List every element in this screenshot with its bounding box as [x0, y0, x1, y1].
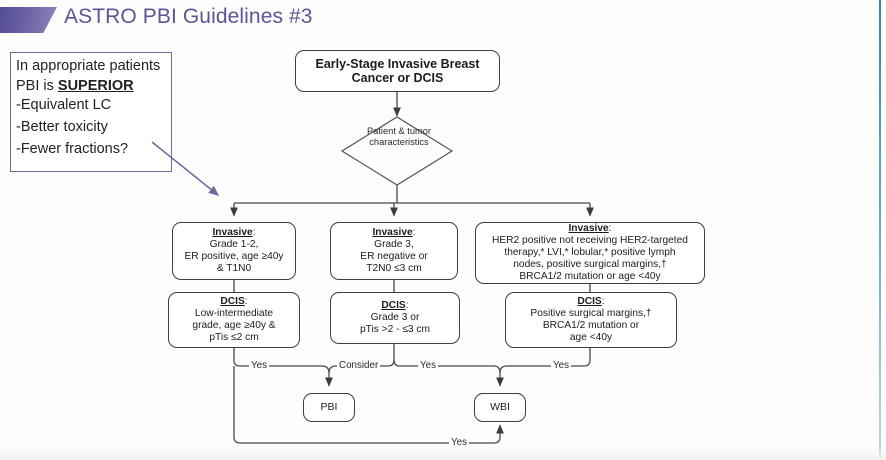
- callout-line-2: PBI is SUPERIOR: [16, 78, 165, 96]
- node-invasive-3-header: Invasive: [568, 223, 609, 235]
- node-dcis-1[interactable]: DCIS: Low-intermediate grade, age ≥40y &…: [168, 292, 300, 348]
- node-dcis-3-line-1: Positive surgical margins,†: [530, 308, 652, 320]
- callout-pointer-arrow: [151, 141, 220, 196]
- node-invasive-1-line-3: & T1N0: [216, 262, 252, 274]
- callout-line-1: In appropriate patients: [16, 58, 161, 74]
- callout-bullet-2: -Better toxicity: [16, 119, 108, 136]
- node-invasive-1-line-2: ER positive, age ≥40y: [184, 251, 284, 262]
- edge-label-branch2-consider: Consider: [337, 360, 381, 371]
- node-invasive-3-line-2: therapy,* LVI,* lobular,* positive lymph: [504, 247, 676, 259]
- callout-superior-emphasis: SUPERIOR: [57, 77, 134, 94]
- decision-line-2: characteristics: [369, 137, 429, 148]
- node-invasive-1-header: Invasive: [212, 227, 253, 239]
- node-dcis-3-header: DCIS: [577, 296, 602, 308]
- node-invasive-2-line-3: T2N0 ≤3 cm: [366, 262, 422, 274]
- node-dcis-3[interactable]: DCIS: Positive surgical margins,† BRCA1/…: [505, 292, 677, 348]
- node-dcis-2-line-2: pTis >2 - ≤3 cm: [359, 323, 431, 335]
- node-dcis-2-line-1: Grade 3 or: [370, 312, 420, 324]
- bottom-fade: [0, 446, 886, 460]
- node-invasive-3-line-4: BRCA1/2 mutation or age <40y: [519, 270, 661, 282]
- page-title: ASTRO PBI Guidelines #3: [64, 5, 313, 28]
- callout-bullet-1: -Equivalent LC: [16, 97, 112, 114]
- callout-bullet-3: -Fewer fractions?: [16, 140, 129, 157]
- node-invasive-2-line-2: ER negative or: [360, 251, 428, 262]
- node-outcome-pbi-label: PBI: [320, 401, 338, 414]
- right-edge-rule: [879, 0, 881, 460]
- node-invasive-3-colon: :: [608, 223, 612, 235]
- node-dcis-1-line-1: Low-intermediate: [194, 308, 274, 320]
- node-invasive-2-colon: :: [412, 227, 416, 239]
- node-invasive-3[interactable]: Invasive: HER2 positive not receiving HE…: [475, 222, 705, 284]
- node-invasive-2-line-1: Grade 3,: [374, 239, 414, 251]
- node-invasive-2[interactable]: Invasive: Grade 3, ER negative or T2N0 ≤…: [330, 222, 458, 280]
- edge-label-branch3-yes: Yes: [551, 360, 571, 371]
- node-dcis-2-header: DCIS: [381, 300, 406, 312]
- edge-label-branch1-yes: Yes: [249, 360, 269, 371]
- callout-box: In appropriate patients PBI is SUPERIOR …: [10, 52, 172, 172]
- node-invasive-3-line-3: nodes, positive surgical margins,†: [513, 258, 667, 270]
- node-decision-label: Patient & tumor characteristics: [349, 126, 449, 148]
- node-dcis-1-colon: :: [244, 296, 248, 308]
- decision-line-1: Patient & tumor: [366, 126, 432, 136]
- node-outcome-wbi[interactable]: WBI: [474, 393, 526, 422]
- node-start-line-2: Cancer or DCIS: [351, 71, 444, 85]
- node-outcome-pbi[interactable]: PBI: [303, 393, 355, 422]
- edge-label-branch2-yes: Yes: [418, 360, 438, 371]
- node-dcis-2[interactable]: DCIS: Grade 3 or pTis >2 - ≤3 cm: [330, 292, 460, 344]
- node-invasive-1-line-1: Grade 1-2,: [209, 239, 259, 251]
- node-dcis-3-colon: :: [601, 296, 605, 308]
- node-invasive-2-header: Invasive: [372, 227, 413, 239]
- node-dcis-1-header: DCIS: [220, 296, 245, 308]
- callout-line-2-prefix: PBI is: [16, 77, 58, 94]
- edge-label-bottom-yes: Yes: [449, 437, 469, 448]
- node-dcis-1-line-2: grade, age ≥40y &: [192, 320, 276, 331]
- title-accent-wedge: [0, 7, 57, 33]
- node-dcis-3-line-2: BRCA1/2 mutation or: [542, 320, 640, 331]
- node-dcis-3-line-3: age <40y: [569, 331, 613, 343]
- node-start[interactable]: Early-Stage Invasive Breast Cancer or DC…: [295, 50, 500, 92]
- node-dcis-2-colon: :: [405, 300, 409, 312]
- node-invasive-1-colon: :: [252, 227, 256, 239]
- node-invasive-1[interactable]: Invasive: Grade 1-2, ER positive, age ≥4…: [172, 222, 296, 280]
- node-start-line-1: Early-Stage Invasive Breast: [315, 56, 480, 71]
- node-invasive-3-line-1: HER2 positive not receiving HER2-targete…: [492, 235, 688, 247]
- node-dcis-1-line-3: pTis ≤2 cm: [209, 331, 259, 343]
- node-outcome-wbi-label: WBI: [490, 401, 510, 414]
